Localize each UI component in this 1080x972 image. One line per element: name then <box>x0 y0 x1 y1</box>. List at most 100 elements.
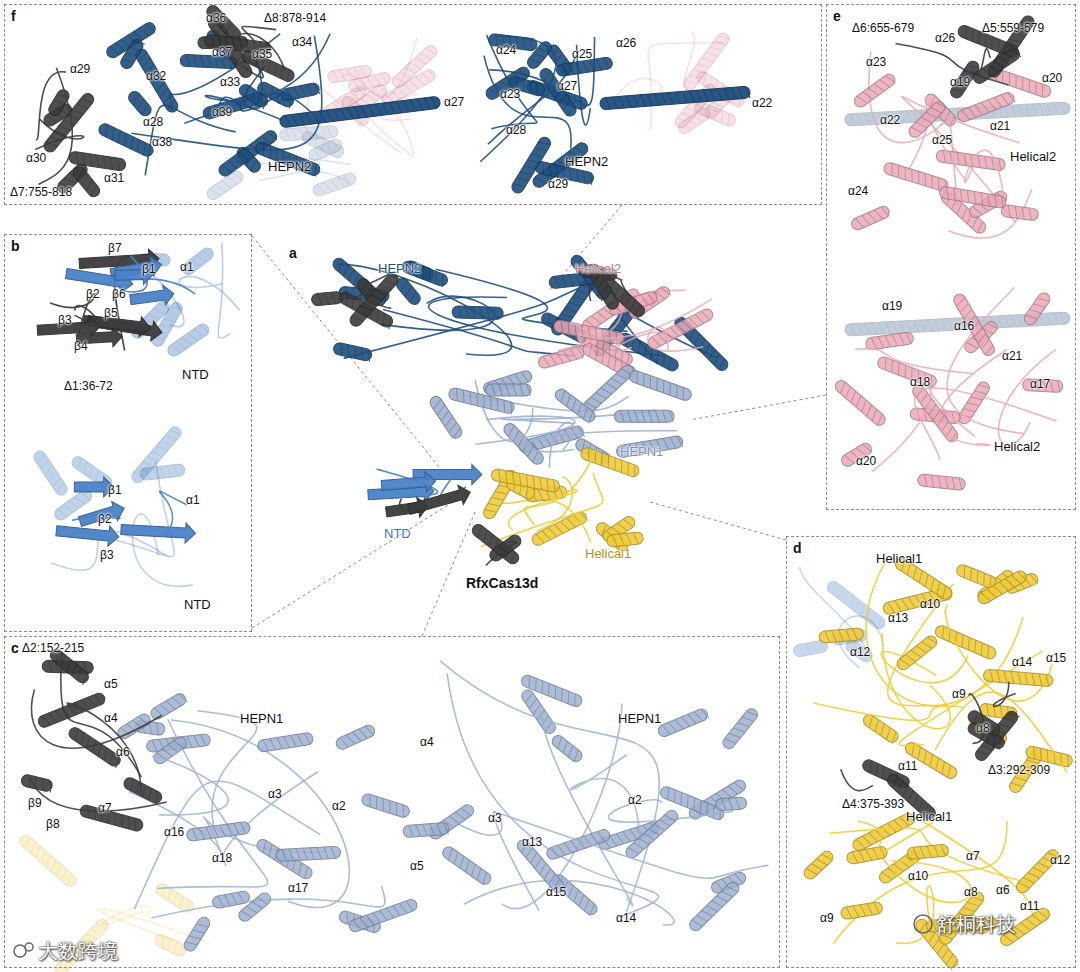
helix-turn <box>928 319 933 331</box>
helix-turn <box>746 708 758 719</box>
helix-turn <box>543 355 550 368</box>
helix-turn <box>839 629 844 641</box>
alpha-helix <box>939 186 1007 209</box>
helix-turn <box>299 128 304 140</box>
helix-turn <box>59 123 71 134</box>
helix-turn <box>221 102 228 115</box>
helix-turn <box>423 824 428 836</box>
helix-turn <box>427 68 436 80</box>
helix-turn <box>538 139 550 149</box>
helix-turn <box>545 683 553 696</box>
alpha-helix <box>482 369 533 395</box>
helix-turn <box>1000 196 1006 208</box>
helix-turn <box>955 152 961 164</box>
helix-turn <box>188 331 198 343</box>
alpha-helix <box>876 355 938 388</box>
helix-turn <box>39 460 51 470</box>
coil-loop <box>869 52 943 143</box>
helix-turn <box>681 715 689 728</box>
helix-turn <box>668 92 673 104</box>
helix-turn <box>403 286 415 297</box>
helix-turn <box>524 162 536 172</box>
helix-turn <box>496 469 502 482</box>
helix-turn <box>714 38 726 48</box>
helix-turn <box>632 304 643 316</box>
alpha-helix <box>819 628 864 644</box>
helix-turn <box>569 399 579 411</box>
helix-turn <box>1049 380 1054 392</box>
helix-turn <box>196 253 207 265</box>
helix-turn <box>666 383 674 396</box>
helix-turn <box>319 145 328 158</box>
helix-turn <box>633 532 638 544</box>
alpha-helix <box>530 510 588 547</box>
coil-loop <box>440 661 659 913</box>
helix-turn <box>252 54 261 67</box>
helix-turn <box>724 736 736 747</box>
helix-turn <box>565 322 571 335</box>
helix-turn <box>684 795 692 808</box>
helix-body <box>933 624 997 661</box>
coil-loop <box>447 673 659 918</box>
helix-turn <box>728 798 733 810</box>
coil-loop <box>131 36 321 151</box>
helix-turn <box>635 442 641 455</box>
helix-turn <box>588 172 594 185</box>
helix-body <box>579 446 640 478</box>
helix-turn <box>536 532 545 545</box>
helix-turn <box>62 956 73 967</box>
helix-turn <box>75 458 85 470</box>
helix-turn <box>965 315 977 324</box>
helix-turn <box>857 94 867 106</box>
alpha-helix <box>240 49 296 84</box>
helix-turn <box>1022 762 1034 772</box>
helix-turn <box>260 840 270 852</box>
helix-turn <box>196 921 208 931</box>
helix-turn <box>386 907 394 920</box>
helix-turn <box>234 823 240 835</box>
helix-turn <box>624 462 632 475</box>
helix-body <box>510 135 553 195</box>
helix-turn <box>689 316 698 328</box>
helix-turn <box>338 343 344 356</box>
alpha-helix <box>893 556 954 601</box>
leader-line <box>422 510 476 636</box>
helix-body <box>68 151 126 171</box>
helix-turn <box>681 110 693 121</box>
helix-turn <box>304 733 310 745</box>
helix-turn <box>1024 672 1029 684</box>
helix-turn <box>107 752 117 764</box>
helix-turn <box>190 257 201 269</box>
helix-turn <box>1065 755 1072 768</box>
helix-turn <box>166 465 171 477</box>
helix-turn <box>341 108 346 120</box>
alpha-helix <box>236 891 273 924</box>
beta-strand <box>55 521 119 547</box>
helix-body <box>952 292 997 358</box>
helix-turn <box>285 115 290 127</box>
helix-turn <box>877 724 887 736</box>
helix-turn <box>963 405 975 415</box>
helix-turn <box>533 83 540 96</box>
coil-loop <box>947 287 1024 434</box>
helix-turn <box>661 93 666 105</box>
helix-turn <box>121 134 130 147</box>
helix-turn <box>682 91 687 103</box>
helix-turn <box>1045 674 1050 686</box>
helix-turn <box>527 384 531 396</box>
helix-turn <box>551 480 557 493</box>
helix-turn <box>174 738 184 750</box>
helix-turn <box>858 323 863 335</box>
helix-turn <box>825 631 830 643</box>
helix-body <box>656 707 709 738</box>
alpha-helix <box>614 410 674 422</box>
helix-turn <box>406 900 414 913</box>
beta-strand <box>406 483 473 520</box>
helix-turn <box>576 895 587 907</box>
helix-turn <box>523 693 535 703</box>
helix-turn <box>453 388 460 401</box>
helix-turn <box>673 385 681 398</box>
helix-body <box>360 793 410 819</box>
helix-body <box>556 57 613 77</box>
helix-turn <box>915 171 922 184</box>
